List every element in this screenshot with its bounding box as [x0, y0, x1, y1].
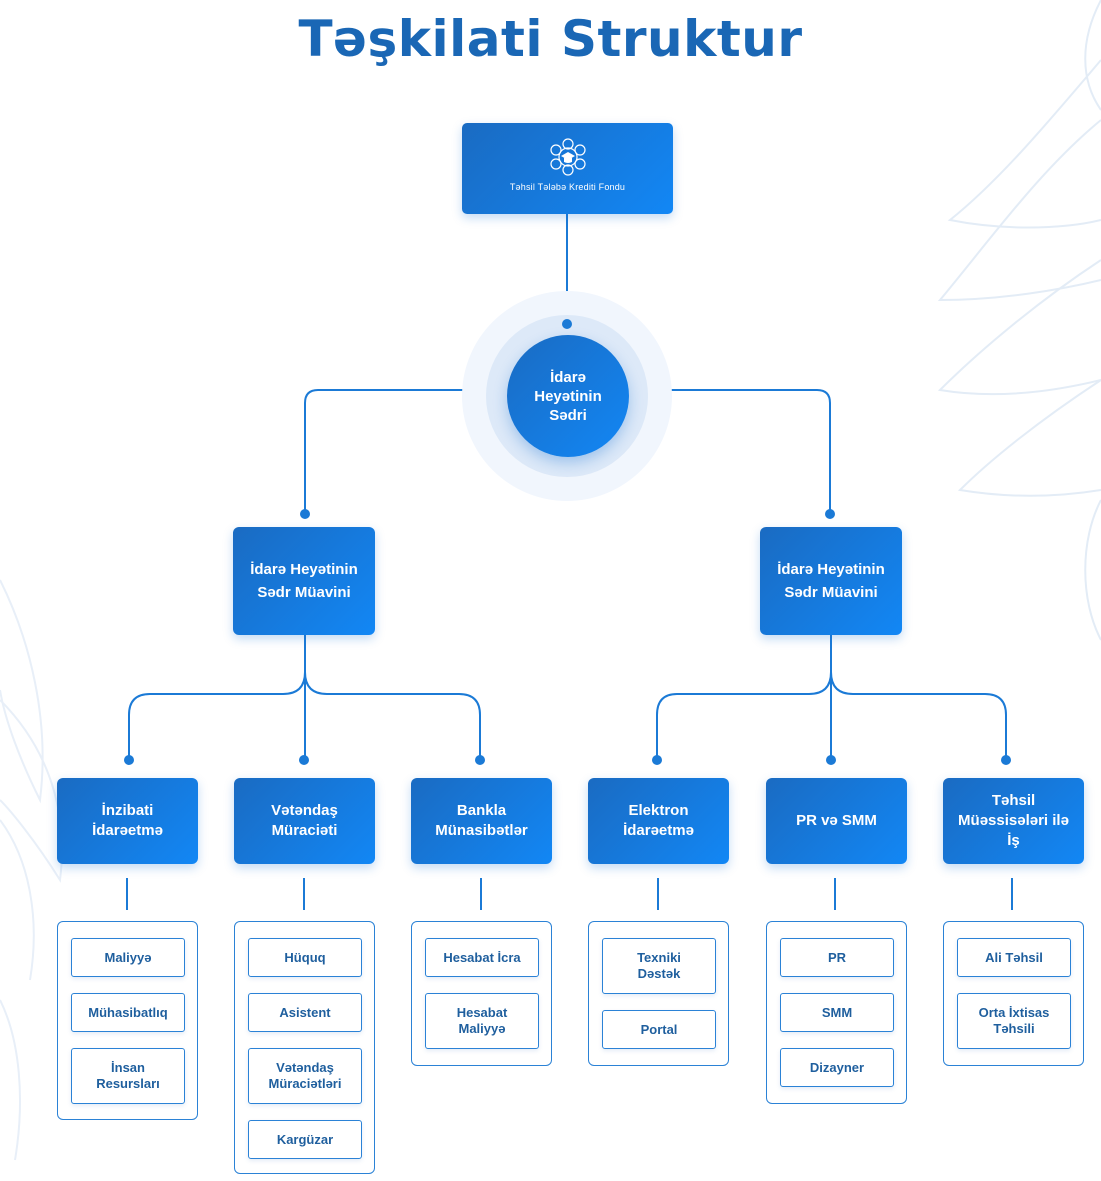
- department-label-line: Müraciəti: [271, 822, 338, 839]
- department-label-line: Elektron: [628, 802, 689, 819]
- connector-dot: [826, 755, 836, 765]
- connector-dot: [475, 755, 485, 765]
- unit-label-line: Hesabat İcra: [443, 949, 521, 965]
- unit-label-line: Resursları: [96, 1076, 160, 1091]
- connector-dot: [124, 755, 134, 765]
- department-label-line: İş: [1007, 832, 1020, 849]
- connector-dot: [1001, 755, 1011, 765]
- unit-item: Maliyyə: [71, 938, 185, 977]
- connector-dot: [299, 755, 309, 765]
- unit-item: Kargüzar: [248, 1120, 362, 1159]
- unit-label-line: Texniki: [637, 950, 681, 965]
- unit-item: PR: [780, 938, 894, 977]
- department-node: Elektron İdarəetmə: [588, 778, 729, 864]
- unit-label-line: Portal: [640, 1021, 678, 1037]
- chairman-label-line-2: Heyətinin: [534, 387, 602, 405]
- department-node: PR və SMM: [766, 778, 907, 864]
- unit-label-line: Dizayner: [809, 1059, 865, 1075]
- unit-label-line: Orta İxtisas: [978, 1005, 1050, 1020]
- connector-dot: [652, 755, 662, 765]
- deputy-label-line-1: İdarə Heyətinin: [250, 561, 358, 578]
- department-label-line: Vətəndaş: [271, 802, 338, 819]
- fund-logo-icon: [549, 138, 586, 176]
- department-node: Təhsil Müəssisələri ilə İş: [943, 778, 1084, 864]
- chairman-node: İdarə Heyətinin Sədri: [507, 335, 629, 457]
- unit-label-line: Ali Təhsil: [985, 949, 1043, 965]
- unit-item: Dizayner: [780, 1048, 894, 1087]
- chairman-label-line-3: Sədri: [549, 406, 587, 424]
- connector-dot: [562, 319, 572, 329]
- chairman-label-line-1: İdarə: [550, 368, 586, 386]
- connector-dot: [825, 509, 835, 519]
- unit-item: SMM: [780, 993, 894, 1032]
- unit-label-line: Asistent: [279, 1004, 331, 1020]
- unit-label-line: Dəstək: [637, 966, 681, 981]
- unit-label-line: Müraciətləri: [268, 1076, 342, 1091]
- unit-label-line: Hüquq: [284, 949, 326, 965]
- department-label-line: İdarəetmə: [92, 822, 163, 839]
- deputy-label-line-1: İdarə Heyətinin: [777, 561, 885, 578]
- unit-item: Portal: [602, 1010, 716, 1049]
- department-label-line: Münasibətlər: [435, 822, 528, 839]
- unit-item: Hesabat İcra: [425, 938, 539, 977]
- department-label-line: İdarəetmə: [623, 822, 694, 839]
- unit-label-line: Maliyyə: [458, 1021, 506, 1036]
- deputy-label-line-2: Sədr Müavini: [257, 584, 351, 601]
- page-title: Təşkilati Struktur: [298, 10, 803, 68]
- department-label-line: İnzibati: [101, 802, 154, 819]
- department-node: İnzibati İdarəetmə: [57, 778, 198, 864]
- unit-label-line: Kargüzar: [276, 1131, 334, 1147]
- deputy-node-right: İdarə Heyətinin Sədr Müavini: [760, 527, 902, 635]
- organization-name: Təhsil Tələbə Krediti Fondu: [509, 182, 626, 192]
- connector-dot: [300, 509, 310, 519]
- deputy-node-left: İdarə Heyətinin Sədr Müavini: [233, 527, 375, 635]
- unit-item: Hüquq: [248, 938, 362, 977]
- unit-label-line: PR: [827, 949, 847, 965]
- unit-label-line: İnsan: [111, 1060, 145, 1075]
- organization-box: Təhsil Tələbə Krediti Fondu: [462, 123, 673, 214]
- unit-label-line: Hesabat: [456, 1005, 508, 1020]
- department-label-line: Bankla: [456, 802, 507, 819]
- department-label-line: Müəssisələri ilə: [958, 812, 1069, 829]
- unit-label-line: SMM: [821, 1004, 853, 1020]
- department-label-line: PR və SMM: [796, 812, 877, 829]
- unit-label-line: Təhsili: [993, 1021, 1035, 1036]
- unit-item: Mühasibatlıq: [71, 993, 185, 1032]
- unit-item: Asistent: [248, 993, 362, 1032]
- unit-label-line: Mühasibatlıq: [88, 1004, 168, 1020]
- department-node: Vətəndaş Müraciəti: [234, 778, 375, 864]
- deputy-label-line-2: Sədr Müavini: [784, 584, 878, 601]
- unit-label-line: Vətəndaş: [276, 1060, 334, 1075]
- units-panel: PR SMM Dizayner: [766, 921, 907, 1104]
- unit-item: Ali Təhsil: [957, 938, 1071, 977]
- department-label-line: Təhsil: [991, 792, 1036, 809]
- department-node: Bankla Münasibətlər: [411, 778, 552, 864]
- unit-label-line: Maliyyə: [104, 949, 152, 965]
